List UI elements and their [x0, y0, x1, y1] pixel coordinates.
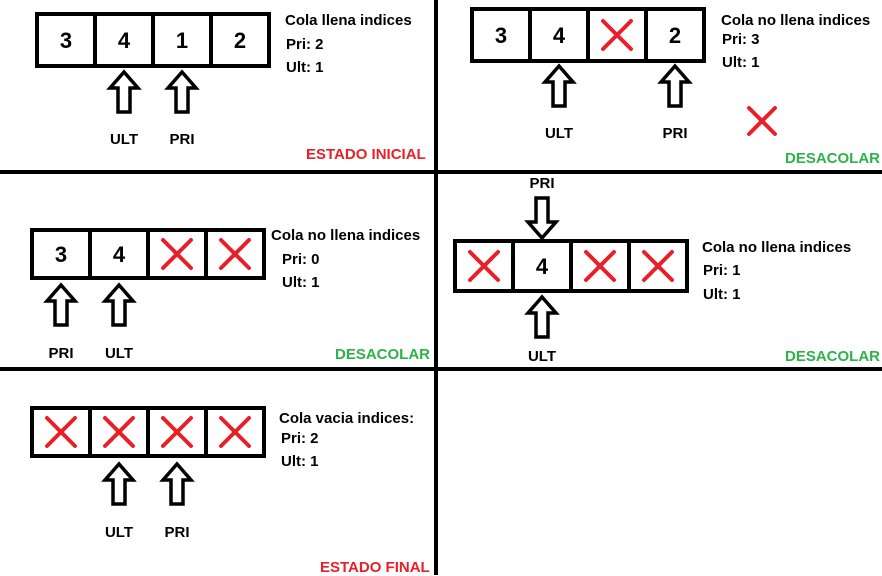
panel-3-heading: Cola no llena indices — [271, 227, 421, 244]
ult-arrow-icon — [106, 69, 142, 114]
cell-value: 4 — [553, 23, 566, 48]
pri-arrow-icon — [159, 461, 195, 506]
panel-4-heading: Cola no llena indices — [702, 239, 852, 256]
cross-stroke — [161, 416, 193, 448]
removed-cross-icon — [601, 19, 633, 51]
panel-2-ult: Ult: 1 — [722, 54, 760, 71]
panel-3-ult: Ult: 1 — [282, 274, 320, 291]
panel-3-pri: Pri: 0 — [282, 251, 320, 268]
removed-cross-icon — [219, 416, 251, 448]
ult-arrow-icon — [524, 294, 560, 339]
pointer-label: ULT — [545, 125, 573, 142]
ult-arrow-icon — [101, 282, 137, 327]
pointer-label: PRI — [169, 131, 194, 148]
ult-arrow-icon — [101, 461, 137, 506]
cross-stroke — [468, 250, 500, 282]
pri-arrow-icon — [524, 196, 560, 241]
cell-value: 4 — [536, 254, 549, 279]
panel-5-ult: Ult: 1 — [281, 453, 319, 470]
divider-horizontal-2 — [0, 367, 882, 371]
cross-stroke — [103, 416, 135, 448]
removed-cross-icon — [219, 238, 251, 270]
panel-1-ult: Ult: 1 — [286, 59, 324, 76]
pri-arrow-icon — [657, 63, 693, 108]
pointer-label: PRI — [529, 175, 554, 192]
removed-cross-icon — [103, 416, 135, 448]
pointer-label: PRI — [662, 125, 687, 142]
cell-value: 3 — [495, 23, 507, 48]
cell-value: 4 — [113, 242, 126, 267]
panel-2-status: DESACOLAR — [785, 150, 881, 167]
panel-5-status: ESTADO FINAL — [320, 559, 430, 576]
cell-value: 2 — [669, 23, 681, 48]
panel-1-heading: Cola llena indices — [285, 12, 412, 29]
divider-horizontal-1 — [0, 170, 882, 174]
cell-value: 4 — [118, 28, 131, 53]
cross-stroke — [584, 250, 616, 282]
panel-5-heading: Cola vacia indices: — [279, 410, 415, 427]
cross-stroke — [219, 416, 251, 448]
panel-1-status: ESTADO INICIAL — [306, 146, 426, 163]
removed-cross-icon — [642, 250, 674, 282]
cross-stroke — [601, 19, 633, 51]
cross-stroke — [747, 106, 777, 136]
cross-stroke — [161, 238, 193, 270]
pointer-label: ULT — [528, 348, 556, 365]
divider-vertical — [434, 0, 438, 575]
panel-2-pri: Pri: 3 — [722, 31, 760, 48]
panel-5-pri: Pri: 2 — [281, 430, 319, 447]
removed-cross-icon — [161, 238, 193, 270]
panel-1-pri: Pri: 2 — [286, 36, 324, 53]
pointer-label: PRI — [48, 345, 73, 362]
cell-value: 2 — [234, 28, 246, 53]
panel-4-pri: Pri: 1 — [703, 262, 741, 279]
cross-stroke — [642, 250, 674, 282]
pri-arrow-icon — [43, 282, 79, 327]
cross-stroke — [45, 416, 77, 448]
pointer-label: ULT — [110, 131, 138, 148]
removed-cross-icon — [45, 416, 77, 448]
panel-2-heading: Cola no llena indices — [721, 12, 871, 29]
removed-cross-icon — [468, 250, 500, 282]
panel-4-ult: Ult: 1 — [703, 286, 741, 303]
cell-value: 3 — [60, 28, 72, 53]
pointer-label: ULT — [105, 524, 133, 541]
pointer-label: PRI — [164, 524, 189, 541]
pri-arrow-icon — [164, 69, 200, 114]
pointer-label: ULT — [105, 345, 133, 362]
panel-4-status: DESACOLAR — [785, 348, 881, 365]
cell-value: 3 — [55, 242, 67, 267]
cross-stroke — [219, 238, 251, 270]
ult-arrow-icon — [541, 63, 577, 108]
cell-value: 1 — [176, 28, 188, 53]
panel-3-status: DESACOLAR — [335, 346, 431, 363]
stray-cross-icon — [747, 106, 777, 136]
removed-cross-icon — [161, 416, 193, 448]
removed-cross-icon — [584, 250, 616, 282]
